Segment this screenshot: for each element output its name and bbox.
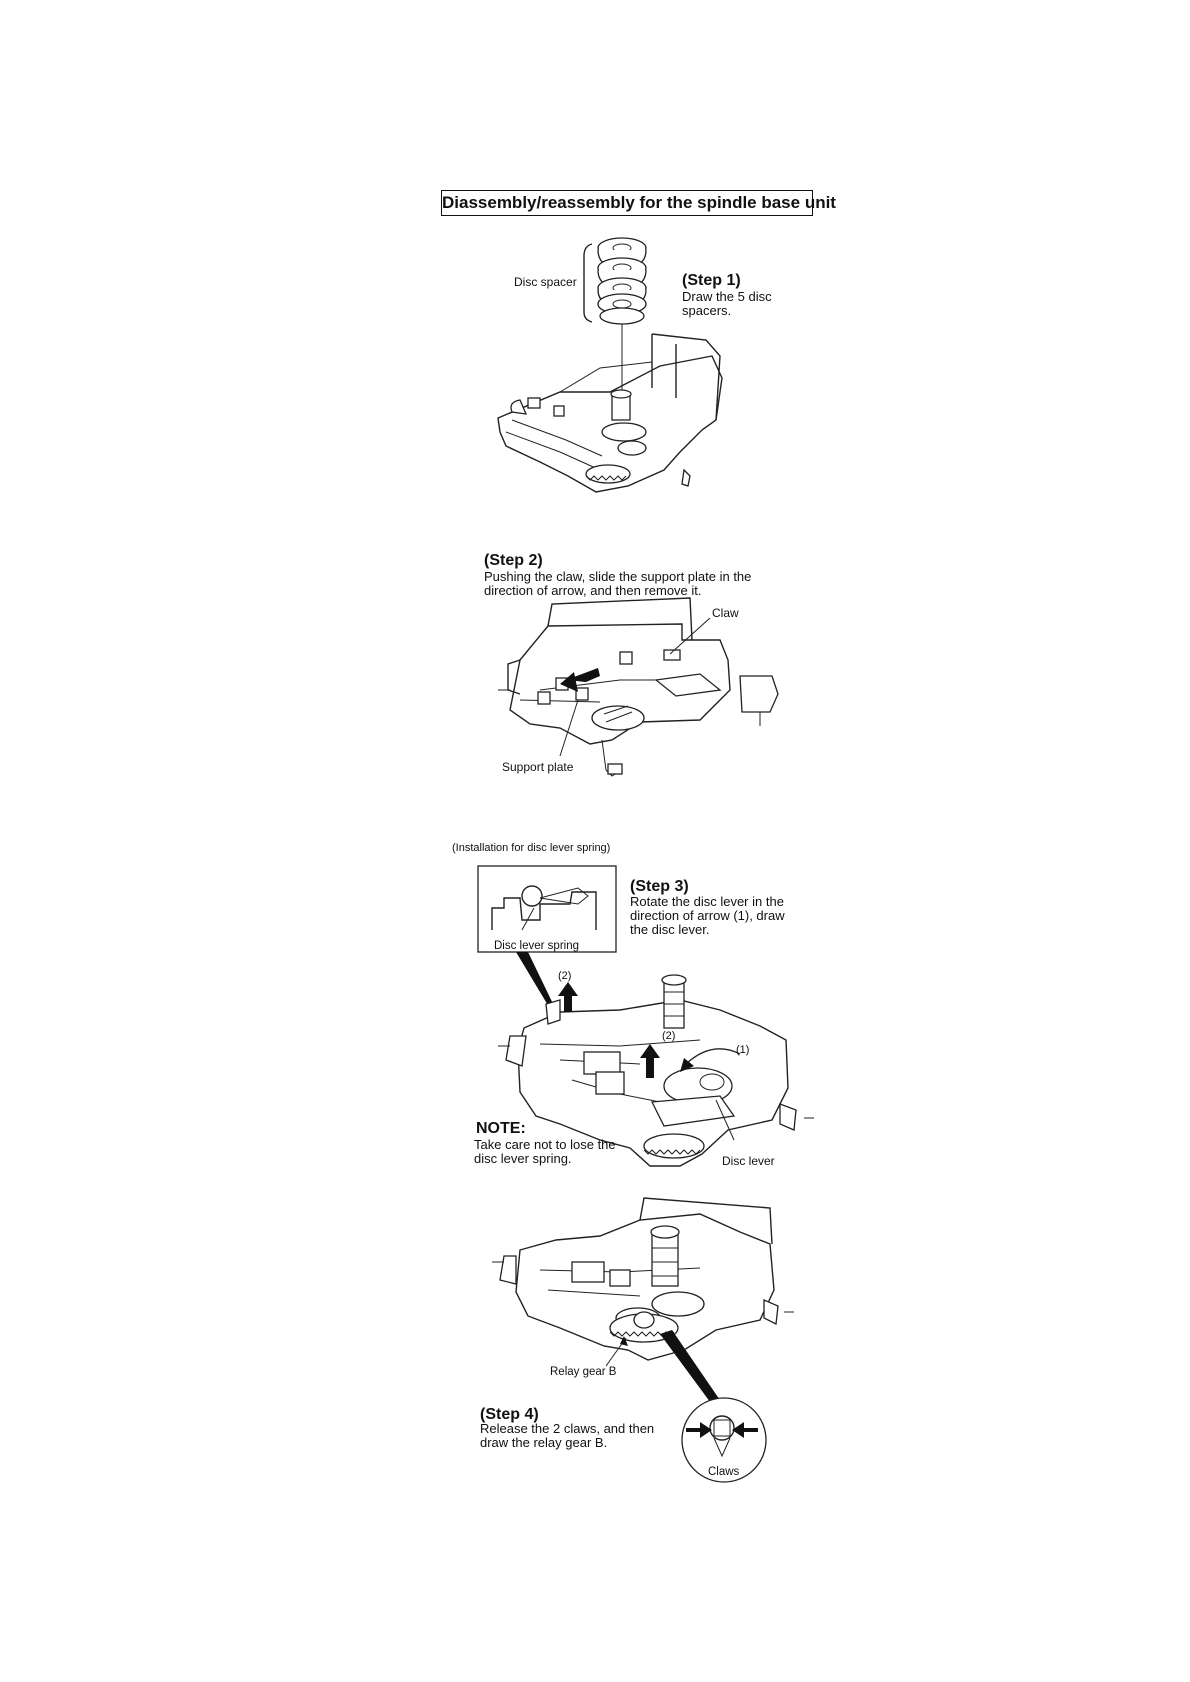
label-disc-spacer: Disc spacer [514, 275, 577, 289]
step1-heading: (Step 1) [682, 272, 741, 289]
note-text-line2: disc lever spring. [474, 1151, 572, 1166]
step4-heading: (Step 4) [480, 1406, 539, 1423]
step4-text-line2: draw the relay gear B. [480, 1435, 608, 1450]
label-claw: Claw [712, 606, 739, 620]
inset-box [477, 865, 617, 953]
step2-text-line2: direction of arrow, and then remove it. [484, 583, 702, 598]
label-support-plate: Support plate [502, 760, 574, 774]
step3-illustration [477, 865, 814, 1167]
step2-heading: (Step 2) [484, 552, 543, 569]
label-claws: Claws [708, 1466, 740, 1478]
note-text-line1: Take care not to lose the [474, 1137, 616, 1152]
arrow-label-2a: (2) [558, 970, 572, 982]
label-disc-lever: Disc lever [722, 1154, 775, 1168]
step2-text-line1: Pushing the claw, slide the support plat… [484, 569, 752, 584]
arrow-label-1: (1) [736, 1044, 750, 1056]
note-heading: NOTE: [476, 1120, 526, 1137]
step4-illustration [492, 1197, 794, 1483]
step3-text-line2: direction of arrow (1), draw [630, 908, 785, 923]
step2-illustration [498, 597, 779, 777]
label-disc-lever-spring: Disc lever spring [494, 940, 579, 952]
step3-text-line3: the disc lever. [630, 922, 710, 937]
label-relay-gear-b: Relay gear B [550, 1366, 617, 1378]
step3-text-line1: Rotate the disc lever in the [630, 894, 784, 909]
disc-spacer-stack [597, 237, 647, 325]
step1-illustration [497, 237, 723, 493]
installation-note: (Installation for disc lever spring) [452, 842, 611, 854]
step1-text-line2: spacers. [682, 303, 732, 318]
arrow-label-2b: (2) [662, 1030, 676, 1042]
page-title: Diassembly/reassembly for the spindle ba… [441, 190, 836, 216]
step4-text-line1: Release the 2 claws, and then [480, 1421, 655, 1436]
step1-text-line1: Draw the 5 disc [682, 289, 772, 304]
step3-heading: (Step 3) [630, 878, 689, 895]
